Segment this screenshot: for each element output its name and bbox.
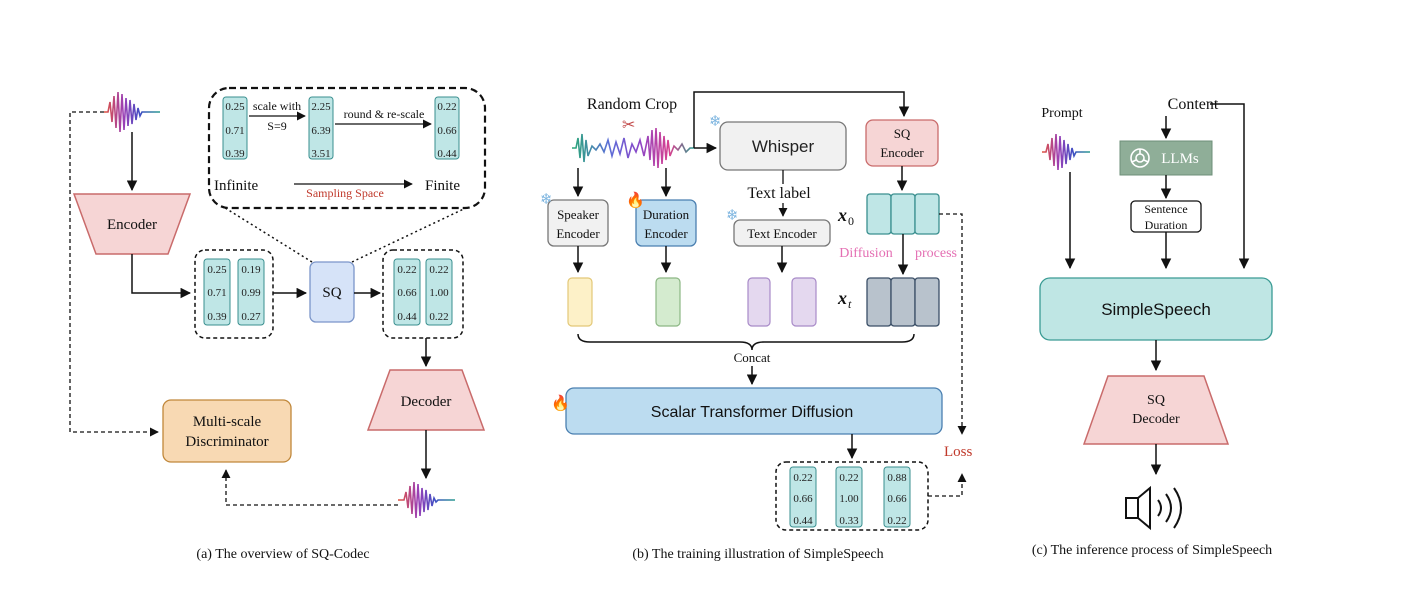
trainable-fire-icon: 🔥: [551, 394, 570, 412]
speaker-feature: [567, 277, 593, 327]
sq-decoder-label-2: Decoder: [1132, 412, 1180, 427]
llms-label: LLMs: [1161, 151, 1199, 167]
whisper-label: Whisper: [752, 137, 815, 156]
scissors-icon: ✂: [622, 117, 635, 134]
encoder-block: [72, 193, 192, 255]
prediction-value: 1.00: [839, 493, 859, 505]
scale-with-label: scale with: [253, 99, 301, 113]
inset-value: 0.22: [437, 101, 456, 113]
prediction-value: 0.33: [839, 515, 859, 527]
speaker-encoder-label-2: Encoder: [556, 226, 600, 241]
openai-icon: [1130, 148, 1150, 168]
simplespeech-label: SimpleSpeech: [1101, 300, 1211, 319]
latent-right-value: 0.22: [397, 264, 416, 276]
loss-label: Loss: [944, 444, 973, 460]
sq-decoder-label-1: SQ: [1147, 393, 1165, 408]
finite-label: Finite: [425, 178, 460, 194]
inset-value: 3.51: [311, 148, 330, 160]
latent-left-value: 0.19: [241, 264, 261, 276]
duration-encoder-label-2: Encoder: [644, 226, 688, 241]
discriminator-label-line1: Multi-scale: [193, 414, 262, 430]
inset-value: 0.71: [225, 125, 244, 137]
s-equals-label: S=9: [267, 119, 286, 133]
sq-encoder-label-1: SQ: [894, 126, 911, 141]
inset-value: 0.25: [225, 101, 245, 113]
text-feature: [791, 277, 817, 327]
prediction-value: 0.22: [839, 472, 858, 484]
panel-b: Random Crop ✂ Whisper ❄ Text label SQ En…: [540, 91, 973, 562]
inset-value: 0.44: [437, 148, 457, 160]
diffusion-label: Diffusion: [839, 246, 892, 261]
sq-label: SQ: [322, 285, 341, 301]
input-waveform-icon: [104, 91, 160, 133]
transformer-label: Scalar Transformer Diffusion: [651, 404, 853, 421]
latent-left-value: 0.27: [241, 311, 261, 323]
speaker-icon: [1125, 485, 1182, 531]
prediction-value: 0.22: [887, 515, 906, 527]
latent-right-value: 0.66: [397, 287, 417, 299]
prediction-value: 0.88: [887, 472, 907, 484]
random-crop-label: Random Crop: [587, 96, 677, 113]
duration-feature: [655, 277, 681, 327]
xt-symbol: xt: [837, 288, 852, 311]
output-waveform-icon: [398, 481, 455, 519]
latent-left-value: 0.39: [207, 311, 227, 323]
panel-a: Encoder 0.25 0.71 0.39 0.19 0.99 0.27 SQ…: [69, 86, 487, 562]
prompt-label: Prompt: [1041, 106, 1082, 121]
content-label: Content: [1168, 96, 1219, 113]
prediction-value: 0.44: [793, 515, 813, 527]
panel-c: Prompt Content LLMs Sentence Duration Si…: [1032, 96, 1273, 558]
latent-right-value: 1.00: [429, 287, 449, 299]
decoder-label: Decoder: [401, 394, 452, 410]
concat-label: Concat: [734, 350, 771, 365]
text-encoder-label: Text Encoder: [747, 226, 817, 241]
speaker-encoder-label-1: Speaker: [557, 207, 600, 222]
sq-encoder-label-2: Encoder: [880, 145, 924, 160]
caption-c: (c) The inference process of SimpleSpeec…: [1032, 543, 1272, 558]
sampling-space-label: Sampling Space: [306, 186, 384, 200]
prediction-value: 0.22: [793, 472, 812, 484]
inset-value: 0.66: [437, 125, 457, 137]
crop-waveform-icon: [572, 127, 694, 169]
encoder-label: Encoder: [107, 217, 157, 233]
process-label: process: [915, 246, 957, 261]
text-label-label: Text label: [747, 185, 811, 202]
latent-right-group: [382, 249, 464, 339]
frozen-icon: ❄: [709, 113, 722, 130]
decoder-block: [366, 369, 486, 431]
inset-value: 0.39: [225, 148, 245, 160]
sq-decoder-block: [1082, 375, 1230, 445]
sentence-label: Sentence: [1144, 202, 1187, 216]
latent-right-value: 0.44: [397, 311, 417, 323]
infinite-label: Infinite: [214, 178, 258, 194]
x0-symbol: x0: [837, 205, 854, 228]
duration-encoder-label-1: Duration: [643, 207, 690, 222]
round-rescale-label: round & re-scale: [344, 107, 425, 121]
transformer-block: [565, 387, 943, 435]
caption-a: (a) The overview of SQ-Codec: [196, 547, 369, 562]
latent-left-group: [194, 249, 274, 339]
sq-inset: [207, 86, 487, 210]
latent-left-value: 0.25: [207, 264, 227, 276]
discriminator-label-line2: Discriminator: [185, 434, 268, 450]
latent-right-value: 0.22: [429, 264, 448, 276]
frozen-icon: ❄: [726, 207, 739, 224]
discriminator-block: [162, 399, 292, 463]
frozen-icon: ❄: [540, 191, 553, 208]
inset-value: 6.39: [311, 125, 331, 137]
latent-left-value: 0.99: [241, 287, 261, 299]
prediction-value: 0.66: [793, 493, 813, 505]
concat-brace: [577, 333, 915, 351]
latent-left-value: 0.71: [207, 287, 226, 299]
sq-block: [309, 261, 355, 323]
caption-b: (b) The training illustration of SimpleS…: [632, 547, 883, 562]
prediction-value: 0.66: [887, 493, 907, 505]
prompt-waveform-icon: [1042, 133, 1090, 171]
duration-label: Duration: [1145, 218, 1188, 232]
text-feature: [747, 277, 771, 327]
inset-value: 2.25: [311, 101, 331, 113]
latent-right-value: 0.22: [429, 311, 448, 323]
trainable-fire-icon: 🔥: [626, 191, 645, 209]
